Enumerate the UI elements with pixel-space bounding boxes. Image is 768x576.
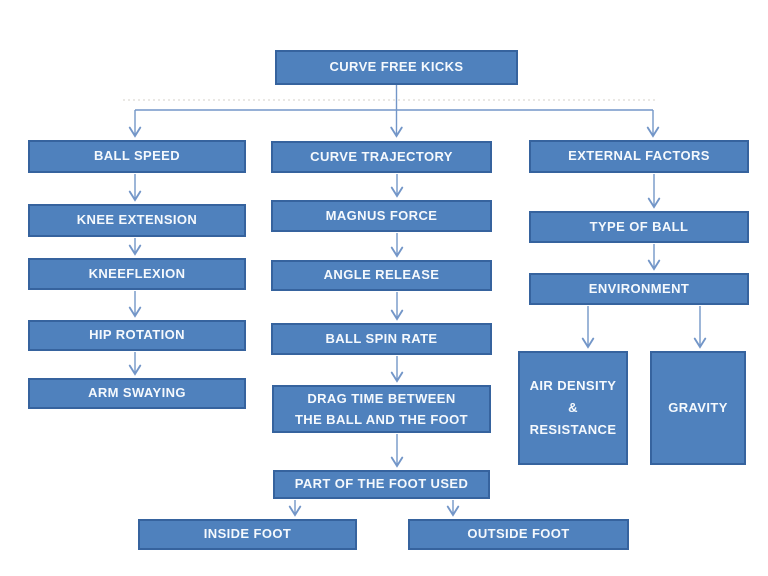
node-label: MAGNUS FORCE <box>325 207 438 223</box>
node-ball-speed: BALL SPEED <box>28 140 246 173</box>
node-drag-time: DRAG TIME BETWEEN THE BALL AND THE FOOT <box>272 385 491 433</box>
node-label: GRAVITY <box>668 399 728 415</box>
node-outside-foot: OUTSIDE FOOT <box>408 519 629 550</box>
node-label: ARM SWAYING <box>88 385 186 401</box>
node-label-line: & <box>568 399 578 415</box>
node-label: OUTSIDE FOOT <box>467 526 570 542</box>
node-label-line: RESISTANCE <box>529 422 617 438</box>
node-curve-free-kicks: CURVE FREE KICKS <box>275 50 518 85</box>
node-environment: ENVIRONMENT <box>529 273 749 305</box>
node-kneeflexion: KNEEFLEXION <box>28 258 246 290</box>
node-magnus-force: MAGNUS FORCE <box>271 200 492 232</box>
node-label: ENVIRONMENT <box>588 280 690 296</box>
node-gravity: GRAVITY <box>650 351 746 465</box>
node-part-of-foot-used: PART OF THE FOOT USED <box>273 470 490 499</box>
node-external-factors: EXTERNAL FACTORS <box>529 140 749 173</box>
node-label: HIP ROTATION <box>89 327 185 343</box>
node-label: BALL SPEED <box>93 148 181 164</box>
node-label: EXTERNAL FACTORS <box>568 148 710 164</box>
node-label: CURVE TRAJECTORY <box>310 148 453 164</box>
node-label: TYPE OF BALL <box>589 218 689 234</box>
node-label: KNEE EXTENSION <box>76 212 198 228</box>
node-arm-swaying: ARM SWAYING <box>28 378 246 409</box>
node-label: KNEEFLEXION <box>88 265 186 281</box>
node-label-line: THE BALL AND THE FOOT <box>294 412 469 427</box>
node-label-line: DRAG TIME BETWEEN <box>307 390 456 406</box>
node-air-density-resistance: AIR DENSITY & RESISTANCE <box>518 351 628 465</box>
node-label: PART OF THE FOOT USED <box>294 476 469 492</box>
node-inside-foot: INSIDE FOOT <box>138 519 357 550</box>
node-ball-spin-rate: BALL SPIN RATE <box>271 323 492 355</box>
node-knee-extension: KNEE EXTENSION <box>28 204 246 237</box>
node-hip-rotation: HIP ROTATION <box>28 320 246 351</box>
node-label: BALL SPIN RATE <box>325 330 438 346</box>
node-label: CURVE FREE KICKS <box>329 59 464 75</box>
node-label-line: AIR DENSITY <box>529 377 617 393</box>
node-type-of-ball: TYPE OF BALL <box>529 211 749 243</box>
node-label: ANGLE RELEASE <box>323 267 440 283</box>
node-curve-trajectory: CURVE TRAJECTORY <box>271 141 492 173</box>
node-label: INSIDE FOOT <box>203 526 292 542</box>
node-angle-release: ANGLE RELEASE <box>271 260 492 291</box>
